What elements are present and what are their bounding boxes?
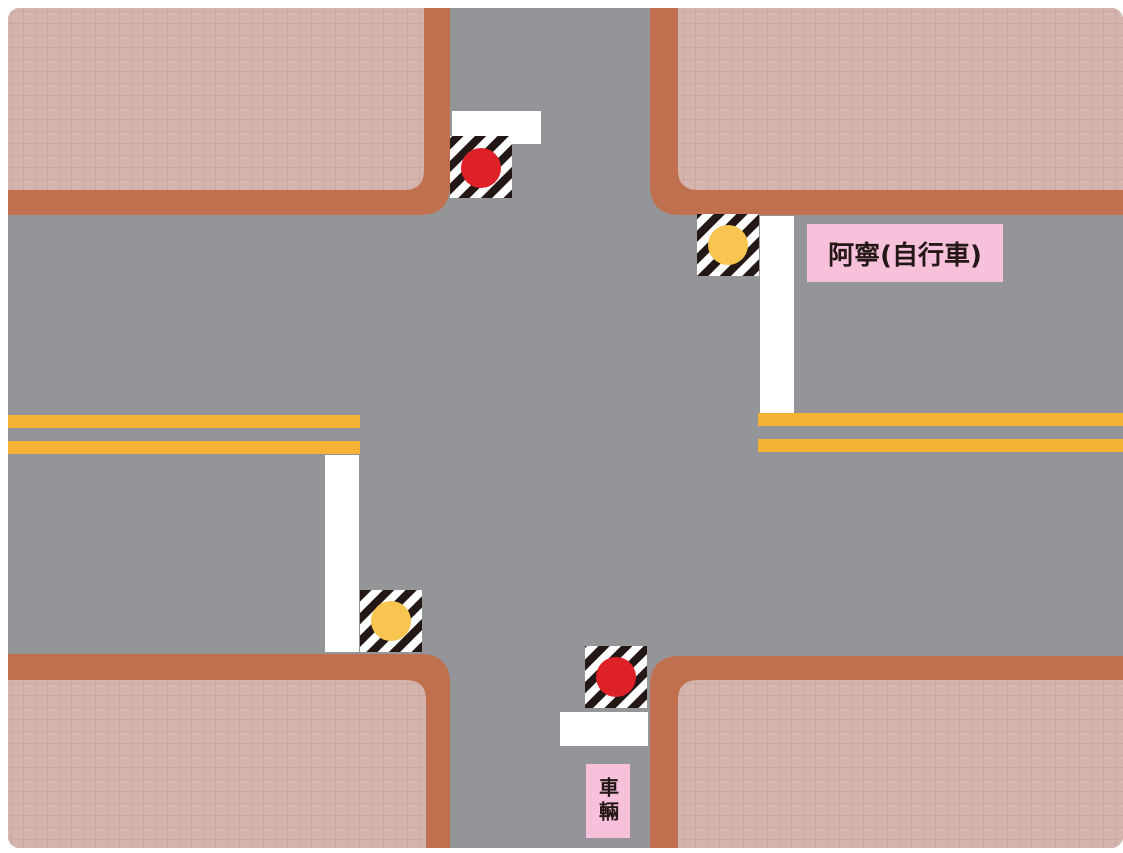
signal-north <box>450 136 512 198</box>
sidewalk-top-left <box>8 8 450 215</box>
sidewalk-bottom-right <box>650 656 1123 848</box>
signal-east <box>697 214 759 276</box>
stop-line-west <box>325 455 359 652</box>
stop-line-east <box>760 216 794 413</box>
center-line-west <box>8 415 360 454</box>
amber-light-icon <box>371 601 411 641</box>
signal-south <box>585 646 647 708</box>
sidewalk-top-right <box>650 8 1123 215</box>
red-light-icon <box>596 657 636 697</box>
amber-light-icon <box>708 225 748 265</box>
sidewalk-bottom-left <box>8 654 450 848</box>
center-line-east <box>758 413 1123 452</box>
signal-west <box>360 590 422 652</box>
cyclist-label: 阿寧(自行車) <box>807 224 1003 282</box>
stop-line-south <box>560 712 648 746</box>
vehicle-label: 車輛 <box>586 764 630 838</box>
red-light-icon <box>461 148 501 188</box>
